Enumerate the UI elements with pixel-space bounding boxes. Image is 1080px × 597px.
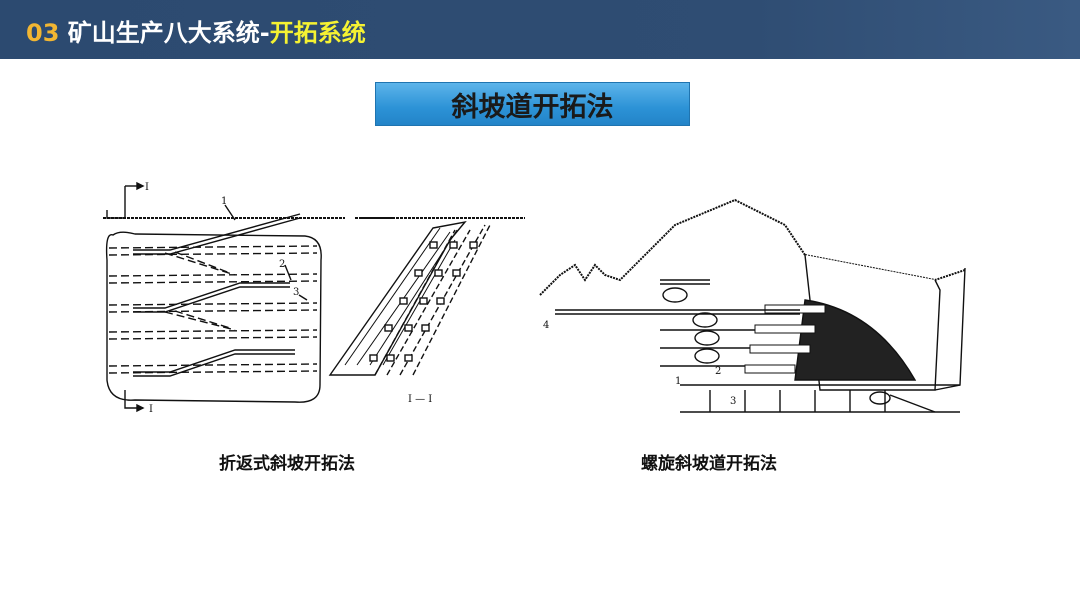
label-4: 4 bbox=[543, 320, 549, 331]
label-2: 2 bbox=[715, 366, 721, 377]
label-1: 1 bbox=[221, 196, 227, 207]
section-number: 03 bbox=[26, 19, 60, 47]
switchback-ramp-diagram: I I 1 2 3 I — I bbox=[103, 181, 525, 415]
header-bar: 03 矿山生产八大系统-开拓系统 bbox=[0, 0, 1080, 59]
label-3: 3 bbox=[730, 396, 736, 407]
label-3: 3 bbox=[293, 287, 299, 298]
section-marker-top: I bbox=[145, 182, 149, 193]
section-title: 斜坡道开拓法 bbox=[375, 82, 690, 126]
header-title-main: 矿山生产八大系统- bbox=[59, 19, 270, 47]
figure-caption-spiral: 螺旋斜坡道开拓法 bbox=[641, 454, 777, 474]
spiral-ramp-diagram: 4 1 2 3 bbox=[539, 198, 966, 413]
section-marker-bottom: I bbox=[149, 404, 153, 415]
figure-caption-switchback: 折返式斜坡开拓法 bbox=[219, 454, 355, 474]
label-2: 2 bbox=[279, 259, 285, 270]
label-1: 1 bbox=[675, 376, 681, 387]
section-view-label: I — I bbox=[408, 394, 432, 405]
slide-header-title: 03 矿山生产八大系统-开拓系统 bbox=[26, 13, 366, 48]
header-title-highlight: 开拓系统 bbox=[269, 19, 366, 47]
